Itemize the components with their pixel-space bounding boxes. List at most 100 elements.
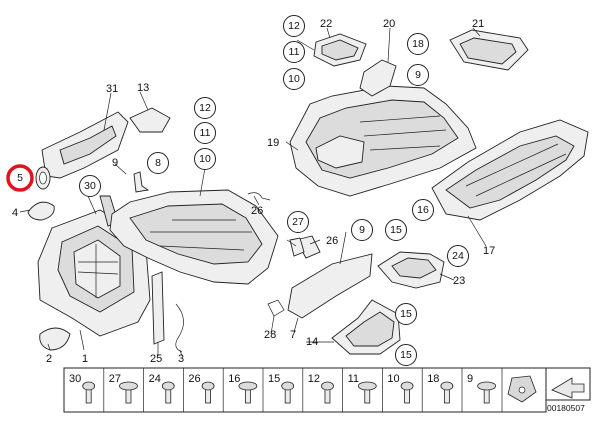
- callout-circle-12-center: 12: [283, 15, 305, 37]
- fastener-label: 11: [348, 373, 359, 385]
- callout-9-front: 9: [112, 157, 118, 169]
- callout-2: 2: [46, 353, 52, 365]
- callout-31: 31: [106, 83, 118, 95]
- part-center-underbody-panel-19: [289, 85, 477, 197]
- orientation-arrow-box: [545, 367, 591, 401]
- leader-lines: [19, 27, 487, 357]
- svg-text:16: 16: [417, 204, 429, 216]
- svg-text:12: 12: [199, 102, 211, 114]
- callout-3: 3: [178, 353, 184, 365]
- part-air-duct-31: [41, 111, 129, 179]
- fastener-label: 24: [149, 373, 161, 385]
- fastener-icon: [161, 381, 175, 404]
- fastener-label: 30: [69, 373, 81, 385]
- fastener-label: 10: [387, 373, 399, 385]
- fastener-label: 9: [467, 373, 473, 385]
- part-bracket-9-front: [133, 171, 150, 193]
- callout-19: 19: [267, 137, 279, 149]
- callout-circle-10-front: 10: [194, 148, 216, 170]
- callout-28: 28: [264, 329, 276, 341]
- callout-circle-16-rear: 16: [412, 199, 434, 221]
- svg-text:10: 10: [288, 73, 300, 85]
- fastener-label: 16: [228, 373, 240, 385]
- fastener-cell: 24: [143, 368, 175, 412]
- svg-text:5: 5: [17, 172, 23, 184]
- fastener-icon: [400, 381, 414, 404]
- part-ring-5: [35, 166, 51, 190]
- callout-circle-15-center: 15: [385, 219, 407, 241]
- fastener-clip-unlabelled: [501, 368, 537, 412]
- callout-circle-11-center: 11: [283, 41, 305, 63]
- fastener-icon: [477, 381, 497, 404]
- callout-circle-30: 30: [79, 175, 101, 197]
- svg-text:9: 9: [415, 69, 421, 81]
- part-rear-underbody-panel-17: [431, 119, 589, 221]
- fastener-icon: [281, 381, 295, 404]
- fastener-icon: [321, 381, 334, 404]
- callout-22: 22: [320, 18, 332, 30]
- part-clip-26a: [247, 192, 271, 201]
- svg-text:9: 9: [359, 224, 365, 236]
- fastener-cell: 26: [183, 368, 215, 412]
- fastener-icon: [82, 381, 96, 404]
- part-side-shield-23: [377, 251, 445, 289]
- part-cap-2: [39, 327, 71, 351]
- fastener-cell: 18: [421, 368, 454, 412]
- fastener-icon: [201, 381, 215, 404]
- svg-text:10: 10: [199, 153, 211, 165]
- svg-text:12: 12: [288, 20, 300, 32]
- fastener-label: 26: [188, 373, 200, 385]
- callout-circle-12-front: 12: [194, 97, 216, 119]
- callout-circle-24: 24: [447, 245, 469, 267]
- callout-26-front: 26: [251, 205, 263, 217]
- part-shield-20: [359, 59, 397, 97]
- svg-text:15: 15: [400, 308, 412, 320]
- fastener-label: 12: [308, 373, 320, 385]
- callout-25: 25: [150, 353, 162, 365]
- callout-1: 1: [82, 353, 88, 365]
- fastener-icon: [357, 381, 377, 404]
- callout-circle-15-bottom: 15: [395, 344, 417, 366]
- reference-number: 00180507: [547, 403, 585, 413]
- part-lower-shield-14: [331, 299, 401, 355]
- fastener-strip: 30 27 24 26 16 15 12 11 10 18 9: [63, 367, 547, 413]
- svg-text:30: 30: [84, 180, 96, 192]
- part-front-underbody-panel: [109, 189, 279, 285]
- svg-text:15: 15: [390, 224, 402, 236]
- callout-circle-9-center: 9: [351, 219, 373, 241]
- callout-circle-9-rear: 9: [407, 64, 429, 86]
- part-cap-4: [27, 201, 55, 221]
- callout-23: 23: [453, 275, 465, 287]
- fastener-cell: 16: [222, 368, 258, 412]
- part-cover-13: [129, 107, 171, 133]
- svg-text:8: 8: [155, 157, 161, 169]
- callout-circle-10-center: 10: [283, 68, 305, 90]
- fastener-cell: 30: [69, 373, 96, 404]
- callout-circle-18: 18: [407, 33, 429, 55]
- svg-text:11: 11: [289, 46, 300, 58]
- callout-4: 4: [12, 207, 18, 219]
- callout-21: 21: [472, 18, 484, 30]
- callout-circle-15-lower: 15: [395, 303, 417, 325]
- fastener-icon: [440, 381, 454, 404]
- part-clip-28: [267, 299, 285, 317]
- fastener-cell: 10: [382, 368, 414, 412]
- fastener-label: 18: [427, 373, 439, 385]
- part-strut-25: [151, 271, 165, 345]
- fastener-cell: 15: [262, 368, 295, 412]
- fastener-cell: 27: [103, 368, 138, 412]
- callout-circle-5-highlight: 5: [6, 164, 34, 192]
- svg-text:11: 11: [200, 127, 211, 139]
- svg-text:24: 24: [452, 250, 464, 262]
- part-shield-21: [449, 29, 529, 71]
- callout-circle-11-front: 11: [194, 122, 216, 144]
- part-clip-27: [289, 237, 305, 257]
- svg-text:15: 15: [400, 349, 412, 361]
- fastener-label: 27: [109, 373, 121, 385]
- callout-17: 17: [483, 245, 495, 257]
- callout-13: 13: [137, 82, 149, 94]
- fastener-cell: 9: [461, 368, 497, 412]
- part-cover-22: [313, 33, 367, 67]
- part-cable-3: [175, 303, 184, 353]
